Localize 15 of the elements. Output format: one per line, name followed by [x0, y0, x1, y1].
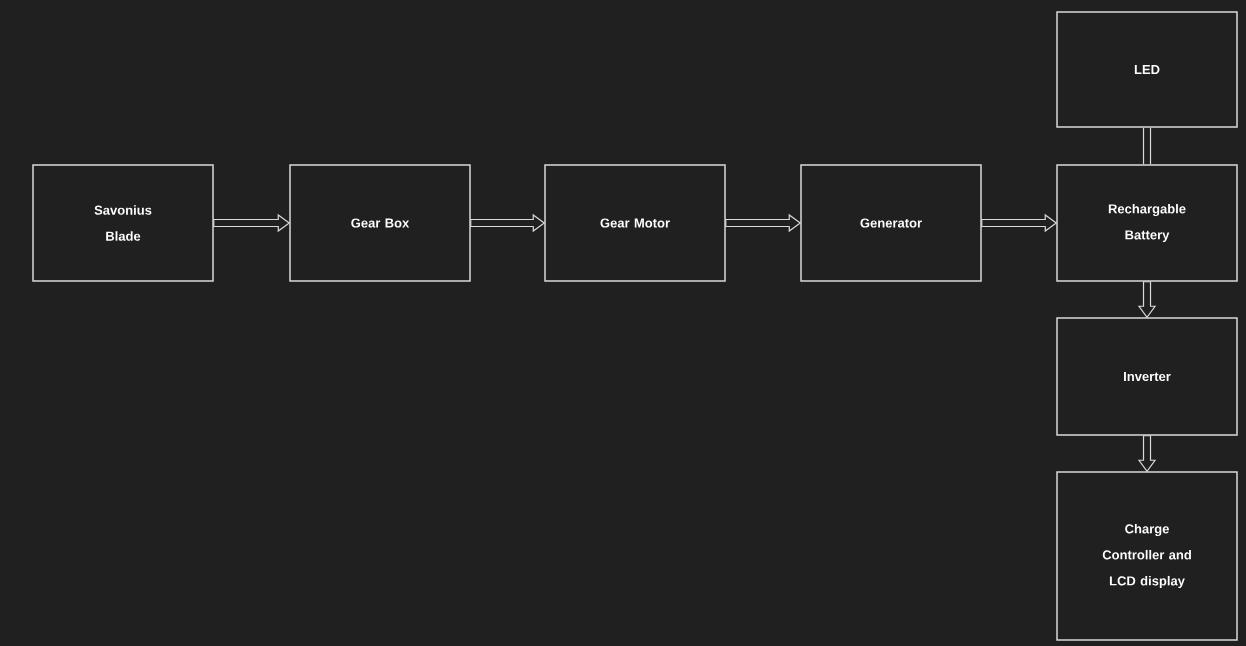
arrow [981, 213, 1058, 233]
block-box: Generator [800, 164, 982, 282]
arrow [1137, 435, 1157, 473]
arrow [470, 213, 546, 233]
arrow [1137, 281, 1157, 319]
block-box: LED [1056, 11, 1238, 128]
arrow [213, 213, 291, 233]
block-box: Rechargable Battery [1056, 164, 1238, 282]
arrow [1142, 127, 1152, 165]
block-box: Gear Box [289, 164, 471, 282]
block-box: Gear Motor [544, 164, 726, 282]
block-box: Charge Controller and LCD display [1056, 471, 1238, 641]
block-box: Inverter [1056, 317, 1238, 436]
arrow [725, 213, 802, 233]
block-box: Savonius Blade [32, 164, 214, 282]
